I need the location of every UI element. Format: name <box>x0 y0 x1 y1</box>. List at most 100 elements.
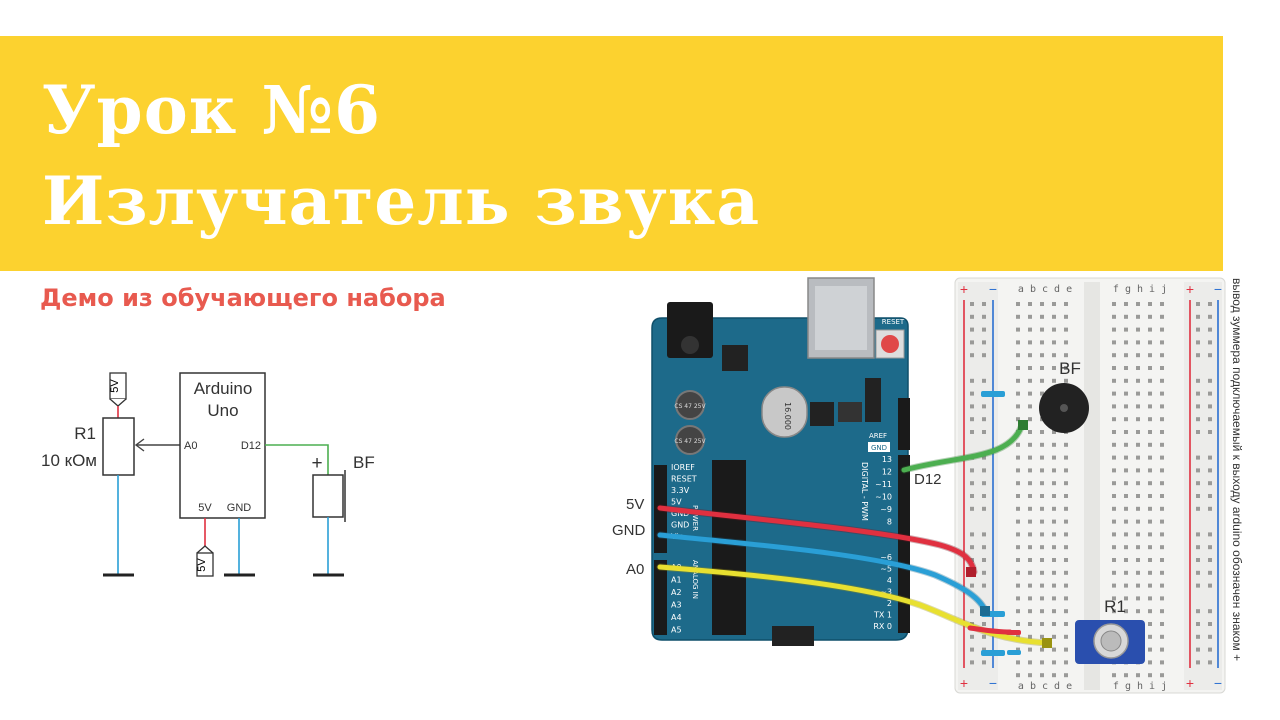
breadboard-hole <box>1052 596 1056 601</box>
rail-hole <box>982 647 986 652</box>
rail-hole <box>1196 468 1200 473</box>
breadboard-hole <box>1160 340 1164 345</box>
breadboard-hole <box>1112 481 1116 486</box>
arduino-name-line1: Arduino <box>194 379 253 398</box>
wire-a0 <box>657 564 1051 646</box>
breadboard-hole <box>1040 506 1044 511</box>
digital-pin-label: ~6 <box>880 553 892 562</box>
breadboard-hole <box>1016 378 1020 383</box>
breadboard-hole <box>1040 634 1044 639</box>
breadboard-hole <box>1136 378 1140 383</box>
breadboard-hole <box>1064 442 1068 447</box>
breadboard-hole <box>1064 302 1068 306</box>
power-pin-label: 3.3V <box>671 486 690 495</box>
breadboard-hole <box>1052 481 1056 486</box>
breadboard-hole <box>1028 532 1032 537</box>
rail-hole <box>1196 327 1200 332</box>
breadboard-hole <box>1064 353 1068 358</box>
breadboard-hole <box>1016 532 1020 537</box>
power-pin-label: RESET <box>671 475 697 484</box>
rail-hole <box>970 430 974 434</box>
label-a0: A0 <box>626 561 644 578</box>
breadboard-hole <box>1148 494 1152 498</box>
breadboard-hole <box>1040 327 1044 332</box>
cap-label-2: CS 47 25V <box>674 438 706 445</box>
breadboard-hole <box>1040 302 1044 306</box>
breadboard-hole <box>1112 494 1116 498</box>
reset-text: RESET <box>882 318 905 326</box>
breadboard-hole <box>1112 596 1116 601</box>
rail-hole <box>1208 340 1212 345</box>
breadboard-hole <box>1160 596 1164 601</box>
breadboard-hole <box>1124 455 1128 460</box>
power-bottom-marker <box>196 552 214 577</box>
label-gnd: GND <box>612 522 646 539</box>
breadboard-hole <box>1064 558 1068 562</box>
breadboard-hole <box>1028 366 1032 370</box>
breadboard-hole <box>1052 468 1056 473</box>
breadboard-hole <box>1136 430 1140 434</box>
breadboard-hole <box>1028 314 1032 319</box>
breadboard-hole <box>1040 468 1044 473</box>
breadboard-hole <box>1052 340 1056 345</box>
breadboard-hole <box>1136 558 1140 562</box>
breadboard-hole <box>1160 558 1164 562</box>
rail-hole <box>982 340 986 345</box>
breadboard-hole <box>1064 366 1068 370</box>
rail-hole <box>970 327 974 332</box>
breadboard-hole <box>1160 391 1164 396</box>
power-bottom-text: 5V <box>196 558 208 572</box>
digital-pin-label: TX 1 <box>873 611 892 620</box>
breadboard-hole <box>1016 673 1020 678</box>
analog-pin-label: A5 <box>671 626 682 635</box>
breadboard-hole <box>1136 366 1140 370</box>
rail-hole <box>970 494 974 498</box>
breadboard-hole <box>1028 468 1032 473</box>
analog-header <box>654 560 667 635</box>
breadboard-hole <box>1064 468 1068 473</box>
breadboard-hole <box>1016 353 1020 358</box>
breadboard-hole <box>1112 609 1116 614</box>
rail-hole <box>982 378 986 383</box>
breadboard-hole <box>1136 609 1140 614</box>
rail-hole <box>1196 391 1200 396</box>
breadboard-hole <box>1136 417 1140 422</box>
breadboard-hole <box>1040 622 1044 626</box>
breadboard-hole <box>1148 468 1152 473</box>
breadboard-hole <box>1124 494 1128 498</box>
breadboard-hole <box>1016 660 1020 665</box>
breadboard-hole <box>1136 570 1140 575</box>
breadboard-hole <box>1112 430 1116 434</box>
rail-hole <box>1208 404 1212 409</box>
rail-hole <box>1196 558 1200 562</box>
breadboard-hole <box>1064 583 1068 588</box>
breadboard-hole <box>1160 442 1164 447</box>
rail-hole <box>970 314 974 319</box>
breadboard-hole <box>1136 481 1140 486</box>
rail-hole <box>982 468 986 473</box>
breadboard-hole <box>1160 622 1164 626</box>
breadboard-hole <box>1136 353 1140 358</box>
breadboard-hole <box>1124 596 1128 601</box>
breadboard-hole <box>1064 596 1068 601</box>
breadboard-hole <box>1040 442 1044 447</box>
breadboard-hole <box>1160 468 1164 473</box>
breadboard-hole <box>1112 340 1116 345</box>
breadboard-hole <box>1124 519 1128 524</box>
breadboard-hole <box>1064 545 1068 550</box>
breadboard-hole <box>1124 314 1128 319</box>
breadboard-hole <box>1112 468 1116 473</box>
breadboard-hole <box>1064 494 1068 498</box>
breadboard-hole <box>1148 481 1152 486</box>
breadboard-hole <box>1064 314 1068 319</box>
breadboard-hole <box>1136 340 1140 345</box>
rail-hole <box>1196 302 1200 306</box>
breadboard-hole <box>1112 532 1116 537</box>
breadboard-hole <box>1160 660 1164 665</box>
breadboard-hole <box>1136 532 1140 537</box>
wire-d12 <box>901 422 1025 473</box>
breadboard-hole <box>1124 417 1128 422</box>
digital-pin-label: 13 <box>882 455 892 464</box>
breadboard-hole <box>1016 609 1020 614</box>
breadboard-hole <box>1136 314 1140 319</box>
